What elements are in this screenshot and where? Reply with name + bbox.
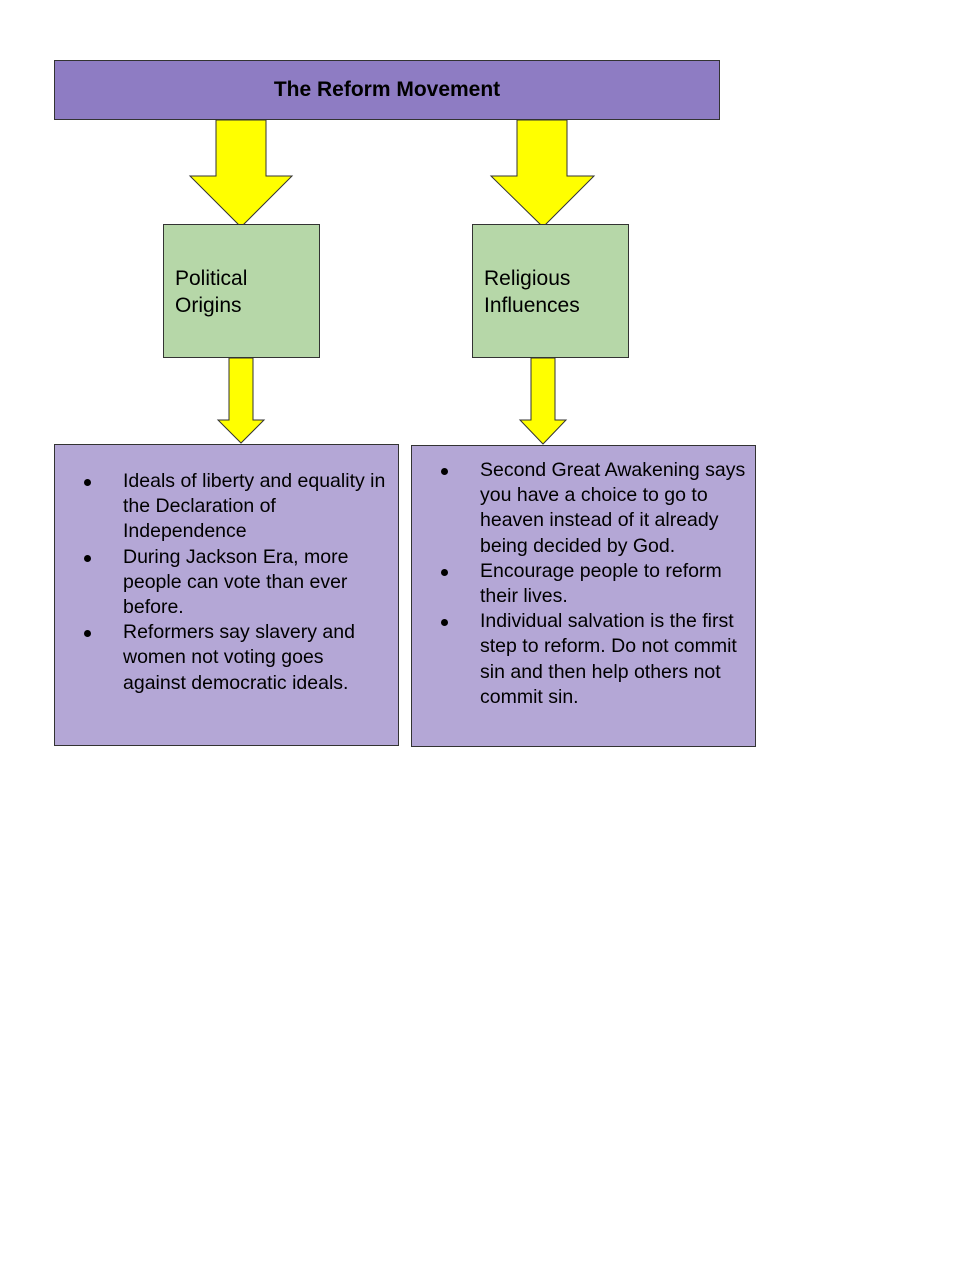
- diagram-title: The Reform Movement: [273, 78, 501, 101]
- list-item: Reformers say slavery and women not voti…: [84, 620, 389, 696]
- arrow-to-political-origins: [188, 119, 294, 228]
- list-item: Individual salvation is the first step t…: [441, 609, 748, 710]
- list-item: Second Great Awakening says you have a c…: [441, 458, 748, 559]
- political-origins-heading: Political Origins: [175, 267, 248, 317]
- religious-influences-box: Religious Influences: [472, 224, 629, 358]
- religious-points-list: Second Great Awakening says you have a c…: [441, 458, 748, 710]
- arrow-to-political-details: [216, 357, 266, 444]
- political-details-box: Ideals of liberty and equality in the De…: [54, 444, 399, 746]
- arrow-to-religious-details: [518, 357, 568, 445]
- list-item: Ideals of liberty and equality in the De…: [84, 469, 389, 545]
- title-box: The Reform Movement: [54, 60, 720, 120]
- religious-details-box: Second Great Awakening says you have a c…: [411, 445, 756, 747]
- list-item: Encourage people to reform their lives.: [441, 559, 748, 609]
- religious-influences-heading: Religious Influences: [484, 267, 580, 317]
- political-origins-box: Political Origins: [163, 224, 320, 358]
- list-item: During Jackson Era, more people can vote…: [84, 545, 389, 621]
- arrow-to-religious-influences: [489, 119, 596, 228]
- political-points-list: Ideals of liberty and equality in the De…: [84, 469, 389, 696]
